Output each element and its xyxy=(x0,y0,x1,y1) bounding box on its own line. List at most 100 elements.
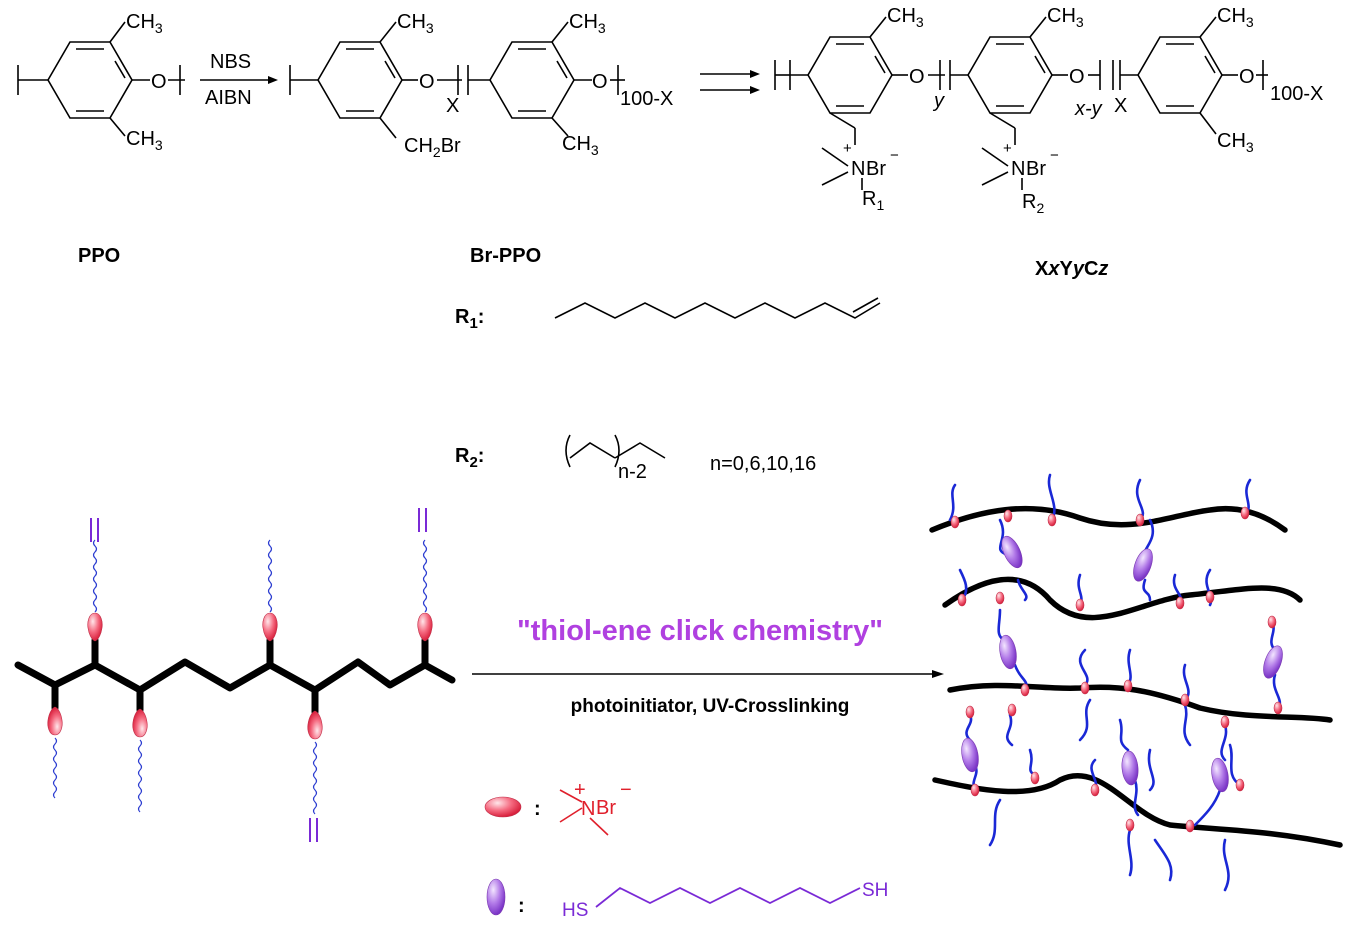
click-chemistry-label: "thiol-ene click chemistry" xyxy=(517,615,883,647)
ppo-ch3-bottom: CH3 xyxy=(126,128,163,153)
ammonium-site xyxy=(950,515,960,529)
ammonium-plus-a: + xyxy=(843,140,852,157)
ammonium-site xyxy=(995,591,1005,605)
product-subscript-x: X xyxy=(1114,95,1127,117)
ammonium-group xyxy=(47,706,63,736)
two-step-arrow xyxy=(700,70,760,94)
ammonium-n-b: N xyxy=(1011,158,1025,180)
reagent-nbs: NBS xyxy=(210,51,251,73)
ammonium-group xyxy=(87,612,103,642)
crosslinked-network xyxy=(929,473,1343,892)
product-ch3-c: CH3 xyxy=(1217,5,1254,30)
reagent-aibn: AIBN xyxy=(205,87,252,109)
ammonium-site xyxy=(1003,509,1013,523)
legend-hs: HS xyxy=(562,900,588,921)
ammonium-site xyxy=(1080,681,1090,695)
ammonium-group xyxy=(262,612,278,642)
product-r2: R2 xyxy=(1022,191,1044,216)
dithiol-crosslinker xyxy=(958,736,982,774)
ppo-ch3-top: CH3 xyxy=(126,11,163,36)
bromination-arrow: NBS AIBN xyxy=(200,51,278,109)
bromide-minus-a: − xyxy=(890,147,899,164)
ammonium-site xyxy=(1220,715,1230,729)
label-brppo: Br-PPO xyxy=(470,245,541,267)
dithiol-legend-icon xyxy=(486,878,506,916)
dithiol-crosslinker xyxy=(1129,545,1157,585)
ppo-structure: CH3 CH3 O xyxy=(17,11,185,153)
legend-br: Br xyxy=(596,797,616,819)
conditions-label: photoinitiator, UV-Crosslinking xyxy=(571,696,850,717)
product-ch3-a: CH3 xyxy=(887,5,924,30)
dithiol-crosslinker xyxy=(1259,642,1287,682)
ammonium-site xyxy=(1075,598,1085,612)
ammonium-site xyxy=(1267,615,1277,629)
legend-minus: − xyxy=(620,779,632,801)
ammonium-site xyxy=(957,593,967,607)
product-oxygen-c: O xyxy=(1239,66,1255,88)
ppo-oxygen: O xyxy=(151,71,167,93)
ammonium-group xyxy=(307,710,323,740)
ammonium-site xyxy=(1175,596,1185,610)
product-oxygen-a: O xyxy=(909,66,925,88)
r2-repeat-n-2: n-2 xyxy=(618,461,647,483)
ammonium-site xyxy=(970,783,980,797)
ammonium-site xyxy=(1135,513,1145,527)
r2-label: R2: xyxy=(455,445,484,471)
ammonium-plus-b: + xyxy=(1003,140,1012,157)
brppo-ch3-a: CH3 xyxy=(397,11,434,36)
legend: : N Br + − : HS SH xyxy=(484,779,888,921)
product-oxygen-b: O xyxy=(1069,66,1085,88)
product-r1: R1 xyxy=(862,188,884,213)
product-structure: CH3 CH3 CH3 CH3 O O O y x-y X 100-X + N … xyxy=(774,5,1323,216)
ammonium-site xyxy=(965,705,975,719)
legend-colon-a: : xyxy=(534,798,541,820)
ammonium-site xyxy=(1007,703,1017,717)
ammonium-n-a: N xyxy=(851,158,865,180)
ammonium-site xyxy=(1030,771,1040,785)
label-product: XxYyCz xyxy=(1035,258,1108,280)
brppo-ch3-c: CH3 xyxy=(562,133,599,158)
brppo-oxygen-b: O xyxy=(592,71,608,93)
product-ch3-d: CH3 xyxy=(1217,130,1254,155)
bromide-minus-b: − xyxy=(1050,147,1059,164)
dithiol-crosslinker xyxy=(1208,756,1232,794)
product-subscript-x-y: x-y xyxy=(1074,98,1103,120)
bromide-b: Br xyxy=(1026,158,1046,180)
r2-n-values: n=0,6,10,16 xyxy=(710,453,816,475)
r2-definition: R2: n-2 n=0,6,10,16 xyxy=(455,434,816,483)
ammonium-site xyxy=(1273,701,1283,715)
brppo-ch2br: CH2Br xyxy=(404,135,461,160)
brppo-ch3-b: CH3 xyxy=(569,11,606,36)
ammonium-legend-icon xyxy=(484,796,522,818)
product-subscript-100-x: 100-X xyxy=(1270,83,1323,105)
legend-sh: SH xyxy=(862,880,888,901)
crosslink-arrow: "thiol-ene click chemistry" photoinitiat… xyxy=(472,615,944,717)
product-subscript-y: y xyxy=(932,90,945,112)
dithiol-crosslinker xyxy=(1120,750,1140,786)
bromide-a: Br xyxy=(866,158,886,180)
ammonium-site xyxy=(1123,679,1133,693)
ammonium-group xyxy=(132,708,148,738)
ammonium-site xyxy=(1090,783,1100,797)
r1-definition: R1: xyxy=(455,297,881,332)
ammonium-site xyxy=(1020,683,1030,697)
ammonium-site xyxy=(1125,818,1135,832)
ammonium-site xyxy=(1205,590,1215,604)
ammonium-site xyxy=(1180,693,1190,707)
legend-colon-b: : xyxy=(518,895,525,917)
brppo-oxygen-a: O xyxy=(419,71,435,93)
brppo-subscript-x: X xyxy=(446,95,459,117)
linear-polymer-cartoon xyxy=(14,508,456,842)
ammonium-site xyxy=(1047,513,1057,527)
ammonium-group xyxy=(417,612,433,642)
legend-n: N xyxy=(581,798,595,820)
brppo-subscript-100-x: 100-X xyxy=(620,88,673,110)
label-ppo: PPO xyxy=(78,245,120,267)
ammonium-site xyxy=(1185,819,1195,833)
brppo-structure: CH3 CH2Br O X CH3 CH3 O 100-X xyxy=(289,11,673,160)
r1-label: R1: xyxy=(455,306,484,332)
product-ch3-b: CH3 xyxy=(1047,5,1084,30)
legend-plus: + xyxy=(574,779,586,801)
ammonium-site xyxy=(1240,506,1250,520)
